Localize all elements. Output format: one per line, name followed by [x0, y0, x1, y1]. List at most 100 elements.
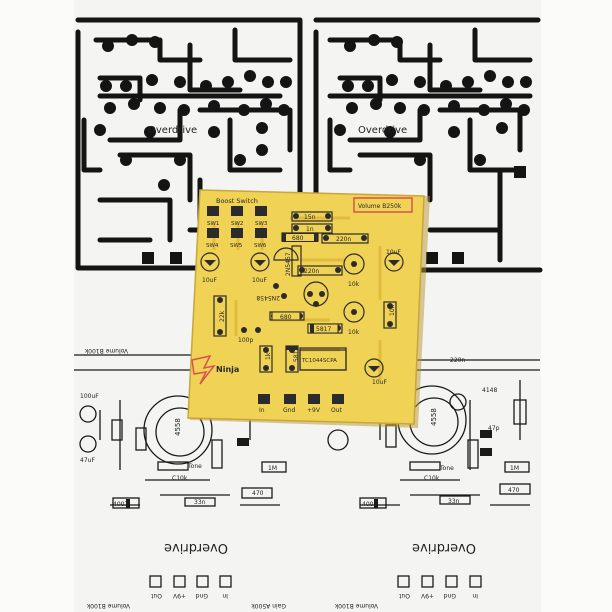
- printed-4558-right: 4558: [430, 408, 438, 426]
- pcb-ninja-logo: Ninja: [216, 365, 239, 374]
- pcb-22k-label: 22k: [219, 310, 226, 322]
- pcb-boost-switch-label: Boost Switch: [216, 197, 258, 205]
- printed-4007-right: 4007: [362, 501, 377, 508]
- pcb-10uf-right-label: 10uF: [386, 249, 401, 256]
- pcb-680-mid-body: [271, 311, 301, 321]
- printed-pad-in-right: In: [472, 592, 478, 599]
- printed-47uf-left: 47uF: [80, 457, 95, 464]
- pcb-680-label: 680: [292, 235, 304, 242]
- printed-overdrive-top-left: Overdrive: [148, 125, 197, 136]
- printed-diode-right: [374, 499, 378, 508]
- pcb-sw2-label: SW2: [231, 221, 243, 227]
- printed-4007-left: 4007: [113, 501, 128, 508]
- printed-io-pads-left: [149, 575, 232, 588]
- pcb-pad-in-label: In: [259, 407, 265, 414]
- pcb-pots: [343, 253, 365, 323]
- pcb-680-body: [286, 234, 314, 241]
- printed-4148-right: 4148: [482, 387, 497, 394]
- pcb-5817-b-label: 5817: [293, 347, 300, 362]
- printed-schematic-right: [359, 359, 540, 509]
- printed-pad-9v-right: +9V: [420, 592, 434, 599]
- pcb-10uf-mid-label: 10uF: [252, 277, 267, 284]
- pcb-1k-label: 1k: [265, 352, 272, 360]
- printed-100uf-left: 100uF: [80, 393, 99, 400]
- printed-33n-right: 33n: [448, 498, 460, 505]
- printed-4558-left: 4558: [174, 418, 182, 436]
- printed-overdrive-bottom-left: Overdrive: [164, 540, 228, 555]
- pcb-io-pads: [258, 394, 344, 404]
- pcb-caps: [200, 252, 404, 378]
- pcb-pad-out-label: Out: [331, 407, 343, 414]
- paper-left-margin: [0, 0, 74, 612]
- printed-io-pads-right: [397, 575, 482, 588]
- printed-470-right: 470: [508, 487, 520, 494]
- pcb-2n5457-label: 2N5457: [285, 252, 292, 276]
- pcb-traces: [212, 216, 382, 380]
- pcb-red-stamp-top: [353, 197, 413, 213]
- pcb-2n5458-label: 2N5458: [256, 294, 280, 301]
- printed-220n-right: 220n: [450, 357, 465, 364]
- printed-diode-left-2: [237, 438, 249, 446]
- pcb-ic-outline: [299, 347, 347, 371]
- pcb-10uf-bottom-label: 10uF: [372, 379, 387, 386]
- printed-pad-gnd-left: Gnd: [196, 592, 208, 599]
- printed-47p-right: 47p: [488, 425, 500, 432]
- pcb-board: Boost Switch SW1 SW2 SW3 SW4 SW5 SW6: [187, 189, 430, 428]
- pcb-1n-label: 1n: [306, 226, 314, 233]
- pcb-sw4-label: SW4: [206, 243, 219, 249]
- pcb-2n5458-outline: [303, 281, 329, 307]
- pcb-sw5-label: SW5: [230, 243, 243, 249]
- paper-right-margin: [541, 0, 612, 612]
- printed-470-left: 470: [252, 490, 264, 497]
- printed-tone-right: Tone: [439, 465, 454, 472]
- printed-pads-top-right: [334, 34, 532, 264]
- pcb-red-logo-mark: [191, 354, 216, 385]
- pcb-10k-bottom-label: 10k: [348, 329, 360, 336]
- printed-volume-mid-left: Volume B100k: [84, 347, 128, 354]
- pcb-tc1044-label: TC1044SCPA: [301, 358, 337, 364]
- pcb-sw6-label: SW6: [254, 243, 267, 249]
- pcb-5817-label: 5817: [316, 326, 331, 333]
- printed-diode-left: [126, 499, 130, 508]
- printed-pad-out-left: Out: [150, 592, 162, 599]
- pcb-10uf-left-label: 10uF: [202, 277, 217, 284]
- printed-pad-9v-left: +9V: [172, 592, 186, 599]
- printed-pad-out-right: Out: [398, 592, 410, 599]
- pcb-100p-label: 100p: [238, 337, 253, 344]
- printed-c10k-right: C10k: [424, 475, 440, 482]
- printed-volume-bottom-left: Volume B100k: [86, 602, 130, 609]
- pcb-2n5457-outline: [273, 247, 299, 261]
- printed-diode-right-2: [480, 430, 492, 438]
- pcb-5817-top: [307, 323, 339, 334]
- printed-tone-left: Tone: [187, 463, 202, 470]
- pcb-pad-gnd-label: Gnd: [283, 407, 295, 414]
- pcb-220n-label: 220n: [336, 236, 351, 243]
- pcb-15n-label: 15n: [304, 214, 316, 221]
- pcb-sw3-label: SW3: [255, 221, 268, 227]
- printed-diode-right-3: [480, 448, 492, 456]
- pcb-cap-fills: [204, 260, 400, 372]
- pcb-switch-pads: [207, 206, 267, 238]
- printed-pad-in-left: In: [222, 592, 228, 599]
- printed-33n-left: 33n: [194, 499, 206, 506]
- printed-volume-bottom-right: Volume B100k: [334, 602, 378, 609]
- pcb-10k-right-label: 10k: [389, 304, 396, 316]
- printed-gain-bottom-left: Gain A500k: [251, 602, 286, 609]
- pcb-10k-top-label: 10k: [348, 281, 360, 288]
- printed-1m-right: 1M: [510, 465, 519, 472]
- pcb-pot-centers: [351, 261, 357, 315]
- pcb-sw1-label: SW1: [207, 221, 219, 227]
- pcb-pad-9v-label: +9V: [307, 407, 321, 414]
- pcb-5817-vertical-band: [286, 346, 298, 350]
- printed-1m-left: 1M: [268, 465, 277, 472]
- pcb-220n-b-label: 220n: [304, 268, 319, 275]
- printed-c10k-left: C10k: [172, 475, 188, 482]
- pcb-680-mid-label: 680: [280, 314, 292, 321]
- pcb-volume-label: Volume B250k: [358, 203, 402, 210]
- printed-overdrive-top-right: Overdrive: [358, 125, 407, 136]
- printed-pads-top-left: [94, 34, 292, 264]
- pcb-5817-band: [310, 324, 314, 333]
- printed-pad-gnd-right: Gnd: [444, 592, 456, 599]
- printed-overdrive-bottom-right: Overdrive: [412, 540, 476, 555]
